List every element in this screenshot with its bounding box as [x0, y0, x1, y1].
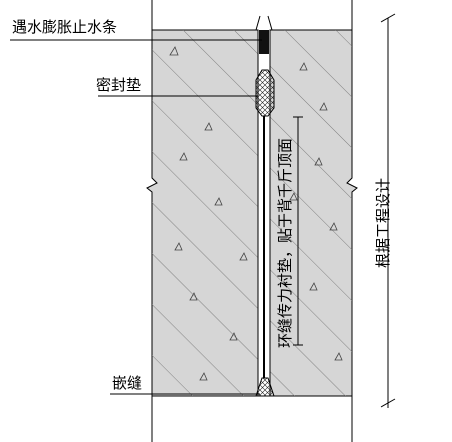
caulking-label: 嵌缝	[112, 374, 143, 392]
joint-liner-label: 环缝传力衬垫，贴于背千斤顶面	[276, 137, 294, 348]
design-dimension-line	[380, 13, 396, 408]
design-dimension-label: 根据工程设计	[374, 177, 392, 268]
seal-gasket	[255, 69, 275, 117]
waterstop-label: 遇水膨胀止水条	[12, 18, 118, 36]
caulking-fill	[255, 377, 275, 397]
seal-gasket-label: 密封垫	[96, 76, 142, 94]
left-segment	[146, 29, 259, 397]
waterstop-strip	[259, 30, 269, 54]
liner-bracket	[293, 116, 303, 346]
right-segment	[269, 29, 358, 397]
aggregate-marks	[169, 46, 343, 381]
